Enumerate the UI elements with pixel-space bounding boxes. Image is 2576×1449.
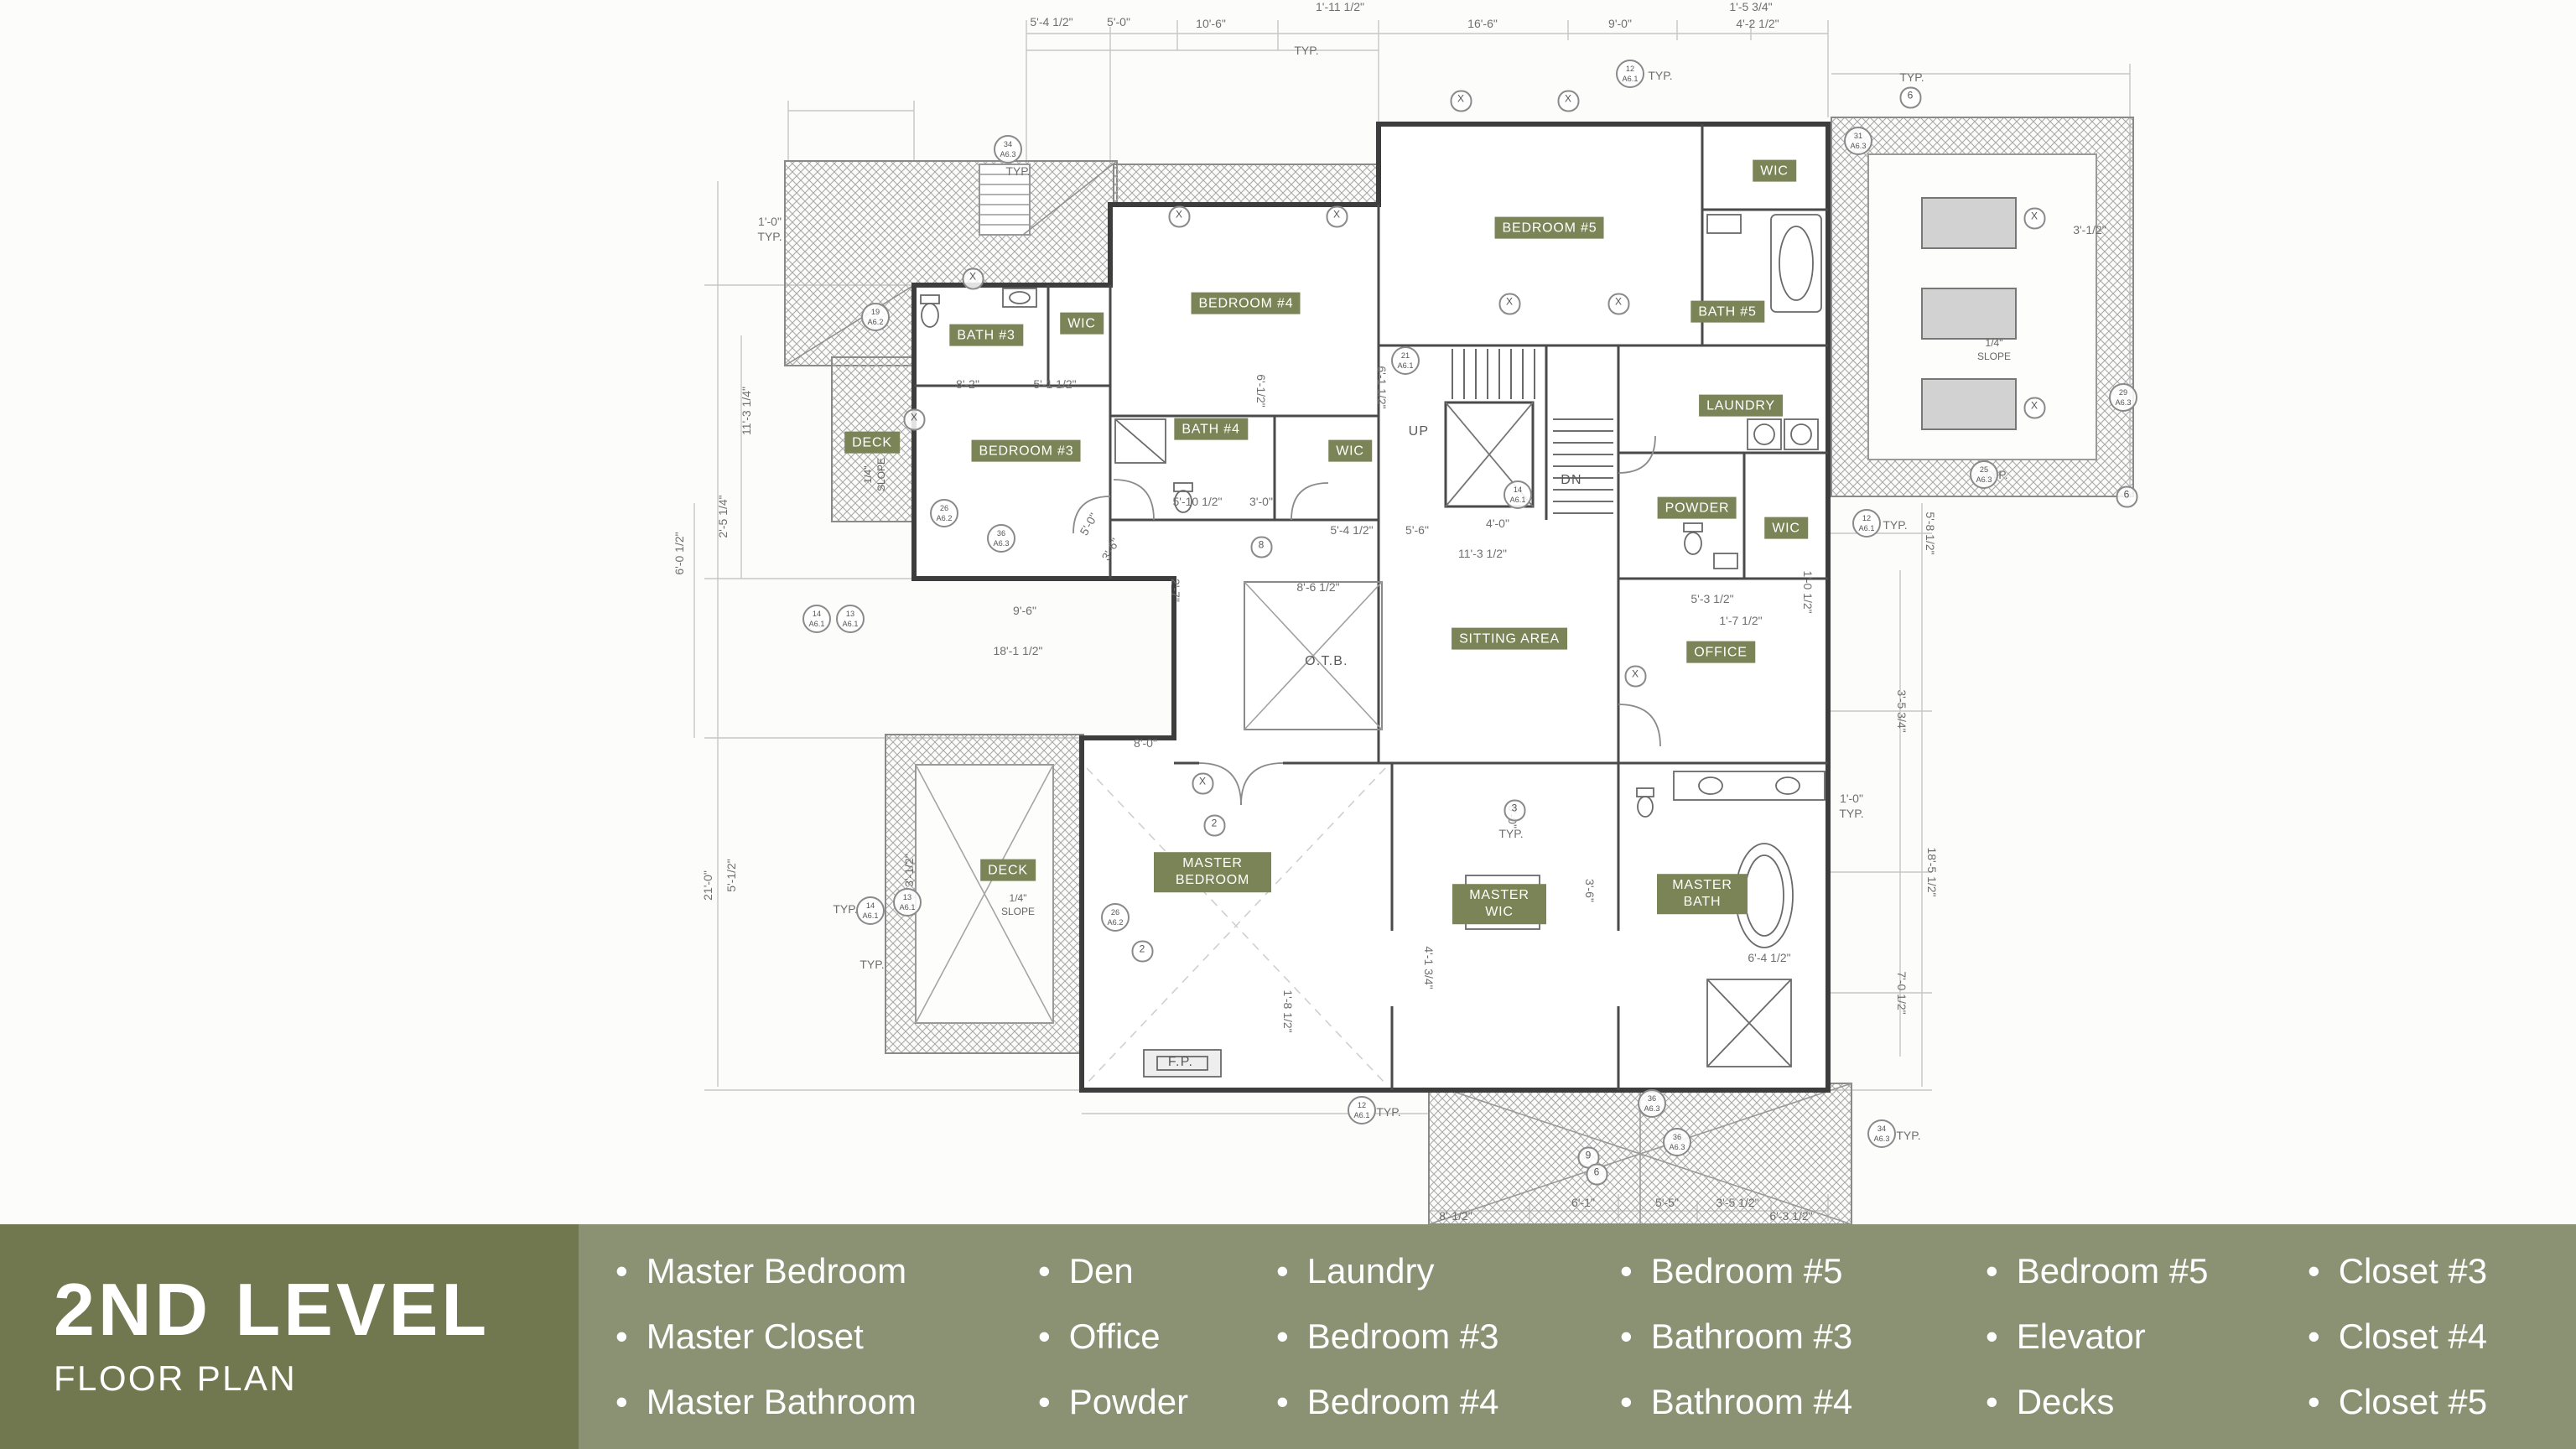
legend-item: Bathroom #3 [1620, 1304, 1986, 1369]
legend-item: Bathroom #4 [1620, 1369, 1986, 1435]
fixtures [920, 214, 1826, 1078]
legend-item: Bedroom #5 [1620, 1239, 1986, 1304]
elevator-shaft [1444, 401, 1535, 508]
legend-item: Closet #3 [2308, 1239, 2542, 1304]
page-subtitle: FLOOR PLAN [54, 1359, 298, 1399]
legend-item: Closet #5 [2308, 1369, 2542, 1435]
legend-column-4: Bedroom #5 Bathroom #3 Bathroom #4 [1620, 1239, 1986, 1435]
legend-column-2: Den Office Powder [1038, 1239, 1276, 1435]
legend-column-3: Laundry Bedroom #3 Bedroom #4 [1276, 1239, 1620, 1435]
legend-item: Bedroom #4 [1276, 1369, 1620, 1435]
title-block: 2ND LEVEL FLOOR PLAN [0, 1224, 579, 1449]
legend-item: Laundry [1276, 1239, 1620, 1304]
legend-item: Office [1038, 1304, 1276, 1369]
footer-bar: 2ND LEVEL FLOOR PLAN Master Bedroom Mast… [0, 1224, 2576, 1449]
open-to-below [1244, 581, 1383, 730]
legend-column-5: Bedroom #5 Elevator Decks [1986, 1239, 2308, 1435]
page-title: 2ND LEVEL [54, 1270, 491, 1353]
ceiling-lines [1086, 767, 1386, 1084]
legend-item: Elevator [1986, 1304, 2308, 1369]
legend-item: Master Bathroom [615, 1369, 1038, 1435]
legend-item: Decks [1986, 1369, 2308, 1435]
room-legend: Master Bedroom Master Closet Master Bath… [579, 1224, 2576, 1449]
legend-item: Powder [1038, 1369, 1276, 1435]
exterior-walls [911, 122, 1831, 1093]
legend-item: Bedroom #3 [1276, 1304, 1620, 1369]
floor-plan-drawing [693, 20, 2134, 1224]
door-swings [1072, 435, 1661, 806]
legend-item: Bedroom #5 [1986, 1239, 2308, 1304]
legend-item: Closet #4 [2308, 1304, 2542, 1369]
legend-item: Den [1038, 1239, 1276, 1304]
legend-column-1: Master Bedroom Master Closet Master Bath… [615, 1239, 1038, 1435]
legend-item: Master Closet [615, 1304, 1038, 1369]
legend-item: Master Bedroom [615, 1239, 1038, 1304]
interior-walls [914, 124, 1828, 1090]
stairs [1452, 349, 1613, 514]
legend-column-6: Closet #3 Closet #4 Closet #5 [2308, 1239, 2542, 1435]
